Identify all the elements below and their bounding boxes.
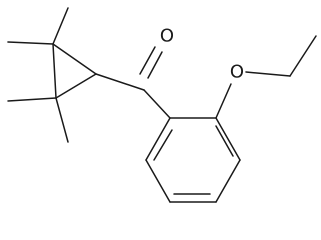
benzene-bond-6: [145, 117, 171, 161]
ether-oxygen-label: O: [230, 62, 244, 83]
carbonyl-oxygen-label: O: [160, 26, 174, 47]
benzene-inner-bond-c: [153, 129, 173, 161]
bond-ch2-to-ch3: [289, 35, 317, 77]
bond-ether-oxygen-to-ch2: [245, 71, 291, 77]
bond-ring-to-carbonyl: [95, 73, 145, 91]
methyl-bond-bottom: [55, 97, 69, 143]
carbonyl-double-bond-b: [147, 51, 163, 79]
structure-diagram: O O: [7, 7, 317, 203]
bond-carbonyl-to-ring: [143, 89, 171, 119]
ring-bond-c2-c3: [55, 73, 97, 99]
benzene-inner-bond-a: [215, 125, 234, 157]
bond-ring-to-ether-oxygen: [215, 83, 232, 119]
methyl-bond-top: [52, 7, 69, 45]
benzene-bond-3: [215, 159, 241, 203]
molecule-structure-canvas: O O: [7, 7, 317, 203]
carbonyl-double-bond-a: [139, 46, 156, 75]
benzene-bond-2: [215, 117, 241, 161]
ring-bond-c1-c2: [52, 43, 97, 75]
ring-bond-c1-c3: [52, 43, 57, 99]
methyl-bond-lower-left: [7, 97, 57, 102]
benzene-bond-5: [145, 159, 171, 203]
methyl-bond-upper-left: [7, 41, 54, 45]
